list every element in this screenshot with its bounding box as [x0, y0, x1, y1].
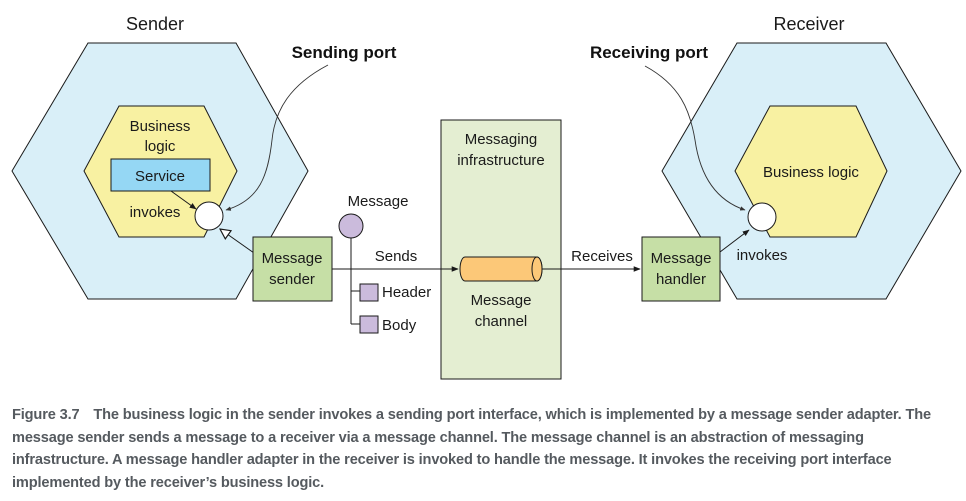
sends-label: Sends: [375, 248, 418, 265]
service-label: Service: [135, 168, 185, 185]
figure-caption-text: The business logic in the sender invokes…: [12, 407, 931, 491]
header-box: [359, 283, 379, 302]
messaging-infrastructure-box: [440, 119, 562, 380]
message-channel-cylinder: [459, 256, 543, 282]
receiving-port-callout-arrow: [644, 65, 746, 211]
header-label: Header: [382, 284, 431, 301]
sender-business-logic-label-2: logic: [145, 138, 176, 155]
architecture-diagram: Sender Business logic Service invokes Se…: [11, 14, 962, 380]
service-invokes-arrow: [170, 190, 197, 210]
message-circle: [338, 213, 364, 239]
message-sender-box: [252, 236, 333, 302]
channel-label-1: Message: [471, 292, 532, 309]
message-sender-label-1: Message: [262, 250, 323, 267]
sender-invokes-label: invokes: [130, 204, 181, 221]
receiver-business-logic-label: Business logic: [763, 164, 859, 181]
handler-invokes-arrow: [719, 229, 750, 253]
message-handler-label-1: Message: [651, 250, 712, 267]
sending-port-circle: [194, 201, 224, 231]
message-handler-box: [641, 236, 721, 302]
sending-port-callout-arrow: [225, 64, 329, 211]
body-box: [359, 315, 379, 334]
receives-label: Receives: [571, 248, 633, 265]
figure-number: Figure 3.7: [12, 407, 80, 423]
sender-title: Sender: [126, 14, 184, 34]
service-box: [110, 158, 211, 192]
receiver-title: Receiver: [773, 14, 844, 34]
sender-implements-arrow: [220, 229, 255, 254]
message-sender-label-2: sender: [269, 271, 315, 288]
receiver-invokes-label: invokes: [737, 247, 788, 264]
channel-label-2: channel: [475, 313, 528, 330]
figure-caption: Figure 3.7 The business logic in the sen…: [12, 404, 957, 494]
message-label: Message: [348, 193, 409, 210]
receiving-port-circle: [747, 202, 777, 232]
infrastructure-label-1: Messaging: [465, 131, 538, 148]
receiving-port-label: Receiving port: [590, 43, 708, 62]
receiver-business-logic-hexagon: [734, 105, 888, 238]
sending-port-label: Sending port: [292, 43, 397, 62]
body-label: Body: [382, 317, 417, 334]
message-handler-label-2: handler: [656, 271, 706, 288]
sender-business-logic-label-1: Business: [130, 118, 191, 135]
infrastructure-label-2: infrastructure: [457, 152, 545, 169]
